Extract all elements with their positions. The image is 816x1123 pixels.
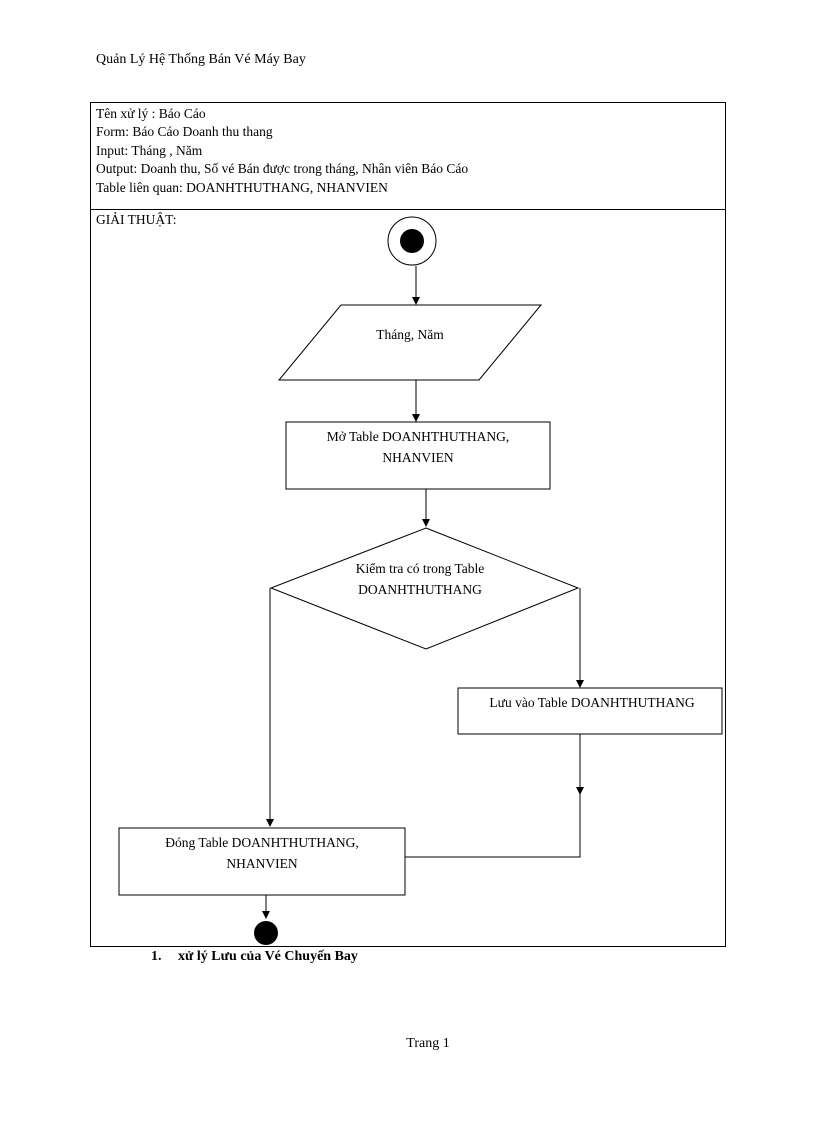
input-shape-label: Tháng, Năm xyxy=(376,327,444,342)
spec-lines: Tên xử lý : Báo Cáo Form: Báo Cáo Doanh … xyxy=(96,105,468,197)
spec-tables: Table liên quan: DOANHTHUTHANG, NHANVIEN xyxy=(96,179,388,195)
connector-save-to-close xyxy=(405,794,581,858)
input-parallelogram xyxy=(277,304,543,381)
start-node-dot xyxy=(400,229,424,253)
close-table-line2: NHANVIEN xyxy=(226,856,298,871)
decision-diamond xyxy=(269,527,580,650)
algorithm-box: GIẢI THUẬT: xyxy=(90,209,726,947)
decision-label: Kiểm tra có trong Table DOANHTHUTHANG xyxy=(300,558,540,600)
close-table-box xyxy=(118,827,406,896)
section-title: 1. xử lý Lưu của Vé Chuyến Bay xyxy=(151,949,358,965)
spec-box: Tên xử lý : Báo Cáo Form: Báo Cáo Doanh … xyxy=(90,102,726,209)
section-title-text: xử lý Lưu của Vé Chuyến Bay xyxy=(178,949,358,964)
close-table-label: Đóng Table DOANHTHUTHANG, NHANVIEN xyxy=(119,832,405,874)
spec-input: Input: Tháng , Năm xyxy=(96,142,203,158)
end-node xyxy=(254,921,278,945)
algorithm-label: GIẢI THUẬT: xyxy=(96,212,177,227)
save-table-box xyxy=(457,687,723,735)
decision-line2: DOANHTHUTHANG xyxy=(358,582,482,597)
open-table-box xyxy=(285,421,551,490)
open-table-label: Mở Table DOANHTHUTHANG, NHANVIEN xyxy=(286,426,550,468)
spec-form: Form: Báo Cáo Doanh thu thang xyxy=(96,124,273,140)
close-table-line1: Đóng Table DOANHTHUTHANG, xyxy=(165,835,359,850)
spec-output: Output: Doanh thu, Số vé Bán được trong … xyxy=(96,161,469,177)
page-footer: Trang 1 xyxy=(406,1036,450,1051)
save-table-label: Lưu vào Table DOANHTHUTHANG xyxy=(489,695,695,710)
open-table-line1: Mở Table DOANHTHUTHANG, xyxy=(326,429,510,444)
spec-name: Tên xử lý : Báo Cáo xyxy=(96,106,206,121)
page-header: Quản Lý Hệ Thống Bán Vé Máy Bay xyxy=(96,52,306,67)
section-number: 1. xyxy=(151,949,162,964)
decision-line1: Kiểm tra có trong Table xyxy=(355,561,485,576)
open-table-line2: NHANVIEN xyxy=(382,450,454,465)
